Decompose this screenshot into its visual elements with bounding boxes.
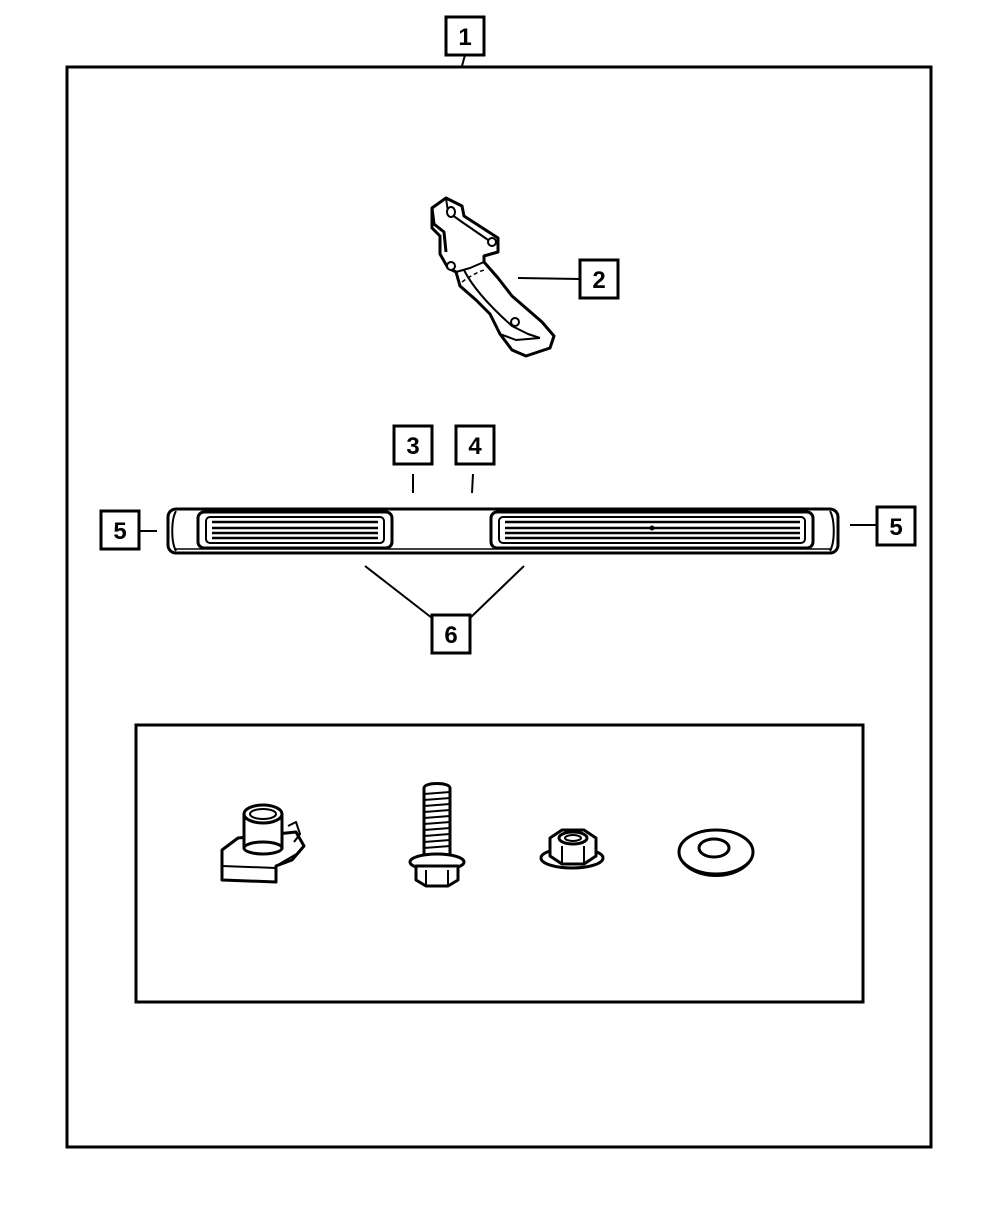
bolt-icon[interactable] xyxy=(408,782,466,888)
hardware-inset-frame xyxy=(134,723,865,1004)
callout-3-label: 3 xyxy=(406,433,419,460)
bracket-icon[interactable] xyxy=(430,196,556,358)
callout-5-left-label: 5 xyxy=(113,518,126,545)
kit-frame xyxy=(65,65,933,1149)
flange-nut-icon[interactable] xyxy=(539,828,605,870)
callout-2-label: 2 xyxy=(592,267,605,294)
callout-5-right-label: 5 xyxy=(889,514,902,541)
callout-4-label: 4 xyxy=(468,433,482,460)
callout-5-left[interactable]: 5 xyxy=(99,509,157,551)
callout-3[interactable]: 3 xyxy=(392,424,434,493)
callout-5-right[interactable]: 5 xyxy=(850,505,917,547)
running-board-icon[interactable] xyxy=(166,507,840,555)
callout-6-label: 6 xyxy=(444,622,457,649)
callout-1-label: 1 xyxy=(458,24,471,51)
washer-icon[interactable] xyxy=(677,828,755,877)
callout-2[interactable]: 2 xyxy=(517,258,620,300)
callout-1[interactable]: 1 xyxy=(444,15,486,67)
callout-4[interactable]: 4 xyxy=(454,424,496,494)
u-nut-icon[interactable] xyxy=(220,803,306,884)
callout-6[interactable]: 6 xyxy=(364,565,525,655)
